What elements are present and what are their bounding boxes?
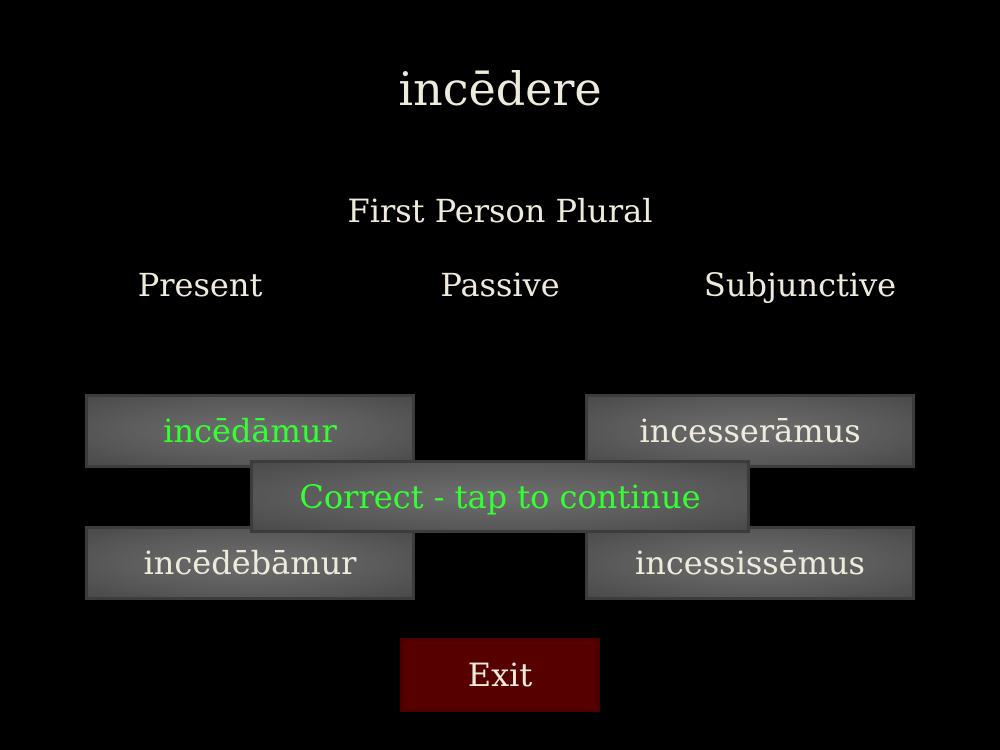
continue-feedback-button[interactable]: Correct - tap to continue [250, 460, 750, 533]
verb-title: incēdere [398, 62, 602, 116]
voice-label: Passive [440, 266, 560, 304]
tense-label: Present [137, 266, 263, 304]
answer-option-1[interactable]: incēdāmur [85, 394, 415, 468]
answer-option-2[interactable]: incesserāmus [585, 394, 915, 468]
answer-option-4[interactable]: incessissēmus [585, 526, 915, 600]
answer-option-3[interactable]: incēdēbāmur [85, 526, 415, 600]
mood-label: Subjunctive [703, 266, 897, 304]
person-label: First Person Plural [347, 192, 653, 230]
exit-button[interactable]: Exit [400, 638, 600, 712]
